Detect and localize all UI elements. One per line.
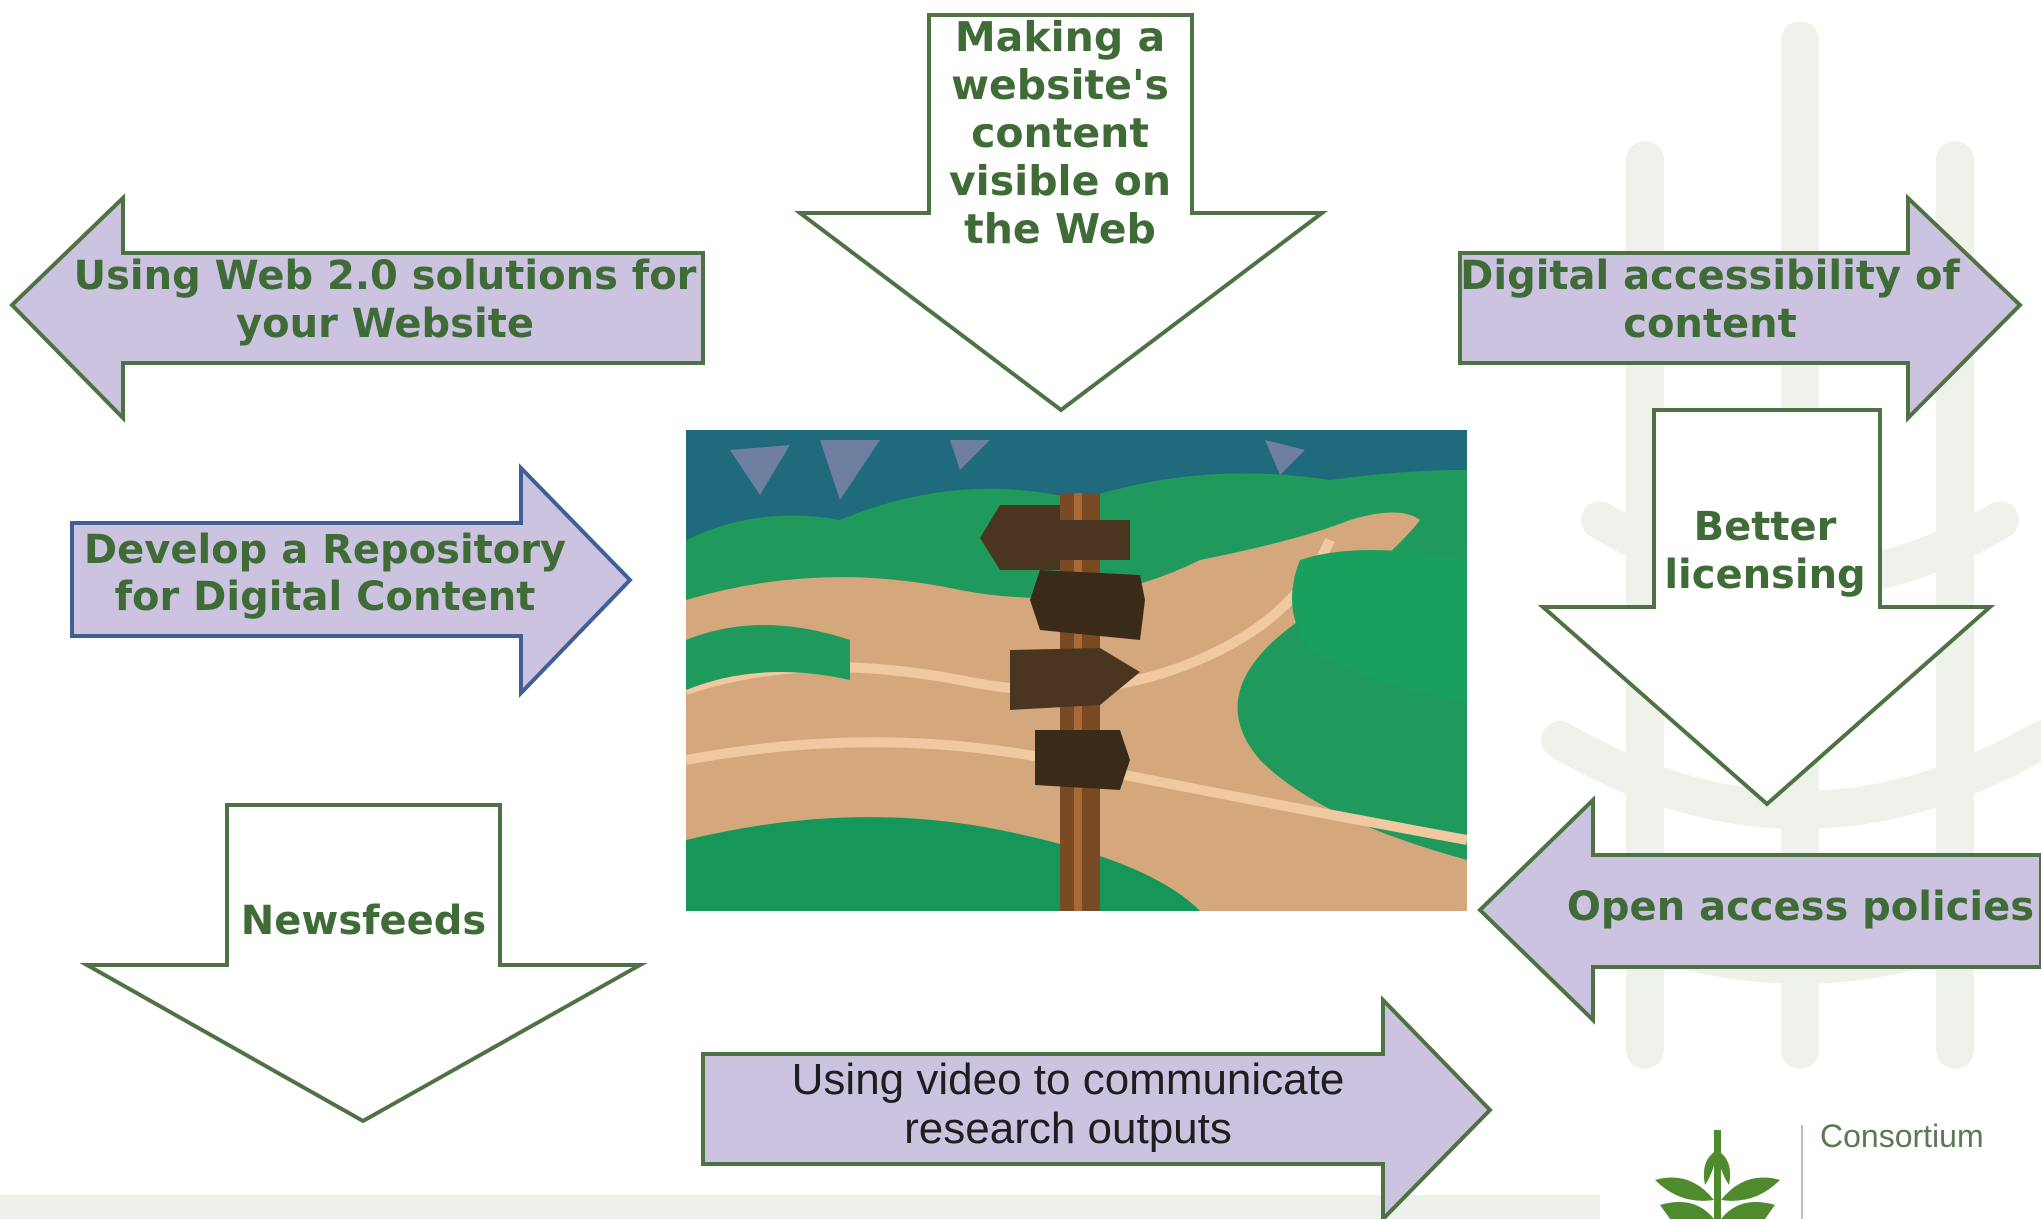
- arrow-web20: [9, 193, 705, 423]
- label-web20: Using Web 2.0 solutions for your Website: [60, 252, 710, 348]
- label-repository: Develop a Repository for Digital Content: [70, 527, 580, 621]
- label-line: Using Web 2.0 solutions for: [73, 253, 697, 299]
- arrow-digital-accessibility: [1458, 193, 2023, 423]
- label-line: Digital accessibility of: [1460, 253, 1960, 299]
- label-open-access: Open access policies: [1560, 884, 2041, 931]
- arrow-repository: [70, 463, 633, 698]
- label-line: Better: [1693, 504, 1837, 550]
- label-better-licensing: Better licensing: [1640, 503, 1890, 599]
- label-line: content: [1623, 301, 1797, 347]
- arrow-video: [701, 995, 1493, 1219]
- logo-text: Consortium: [1820, 1118, 1984, 1154]
- logo-divider: [1801, 1125, 1803, 1219]
- arrow-visible-on-web: [794, 13, 1328, 413]
- label-line: for Digital Content: [114, 574, 536, 621]
- arrow-open-access: [1477, 795, 2041, 1025]
- label-line: Develop a Repository: [83, 527, 567, 573]
- label-line: the Web: [964, 204, 1156, 253]
- label-line: licensing: [1664, 552, 1866, 598]
- label-line: content: [971, 108, 1149, 157]
- label-video: Using video to communicate research outp…: [703, 1055, 1433, 1154]
- label-line: Newsfeeds: [240, 898, 487, 944]
- label-line: Using video to communicate: [791, 1055, 1345, 1104]
- label-digital-accessibility: Digital accessibility of content: [1440, 252, 1980, 348]
- label-visible-on-web: Making a website's content visible on th…: [900, 13, 1220, 254]
- arrow-newsfeeds: [79, 803, 648, 1124]
- label-line: research outputs: [904, 1104, 1232, 1154]
- arrow-better-licensing: [1537, 408, 1996, 807]
- label-line: Making a: [954, 13, 1166, 61]
- label-newsfeeds: Newsfeeds: [222, 898, 505, 945]
- label-line: visible on: [948, 156, 1172, 205]
- label-line: Open access policies: [1566, 884, 2035, 930]
- label-line: website's: [951, 60, 1169, 109]
- label-line: your Website: [236, 301, 534, 347]
